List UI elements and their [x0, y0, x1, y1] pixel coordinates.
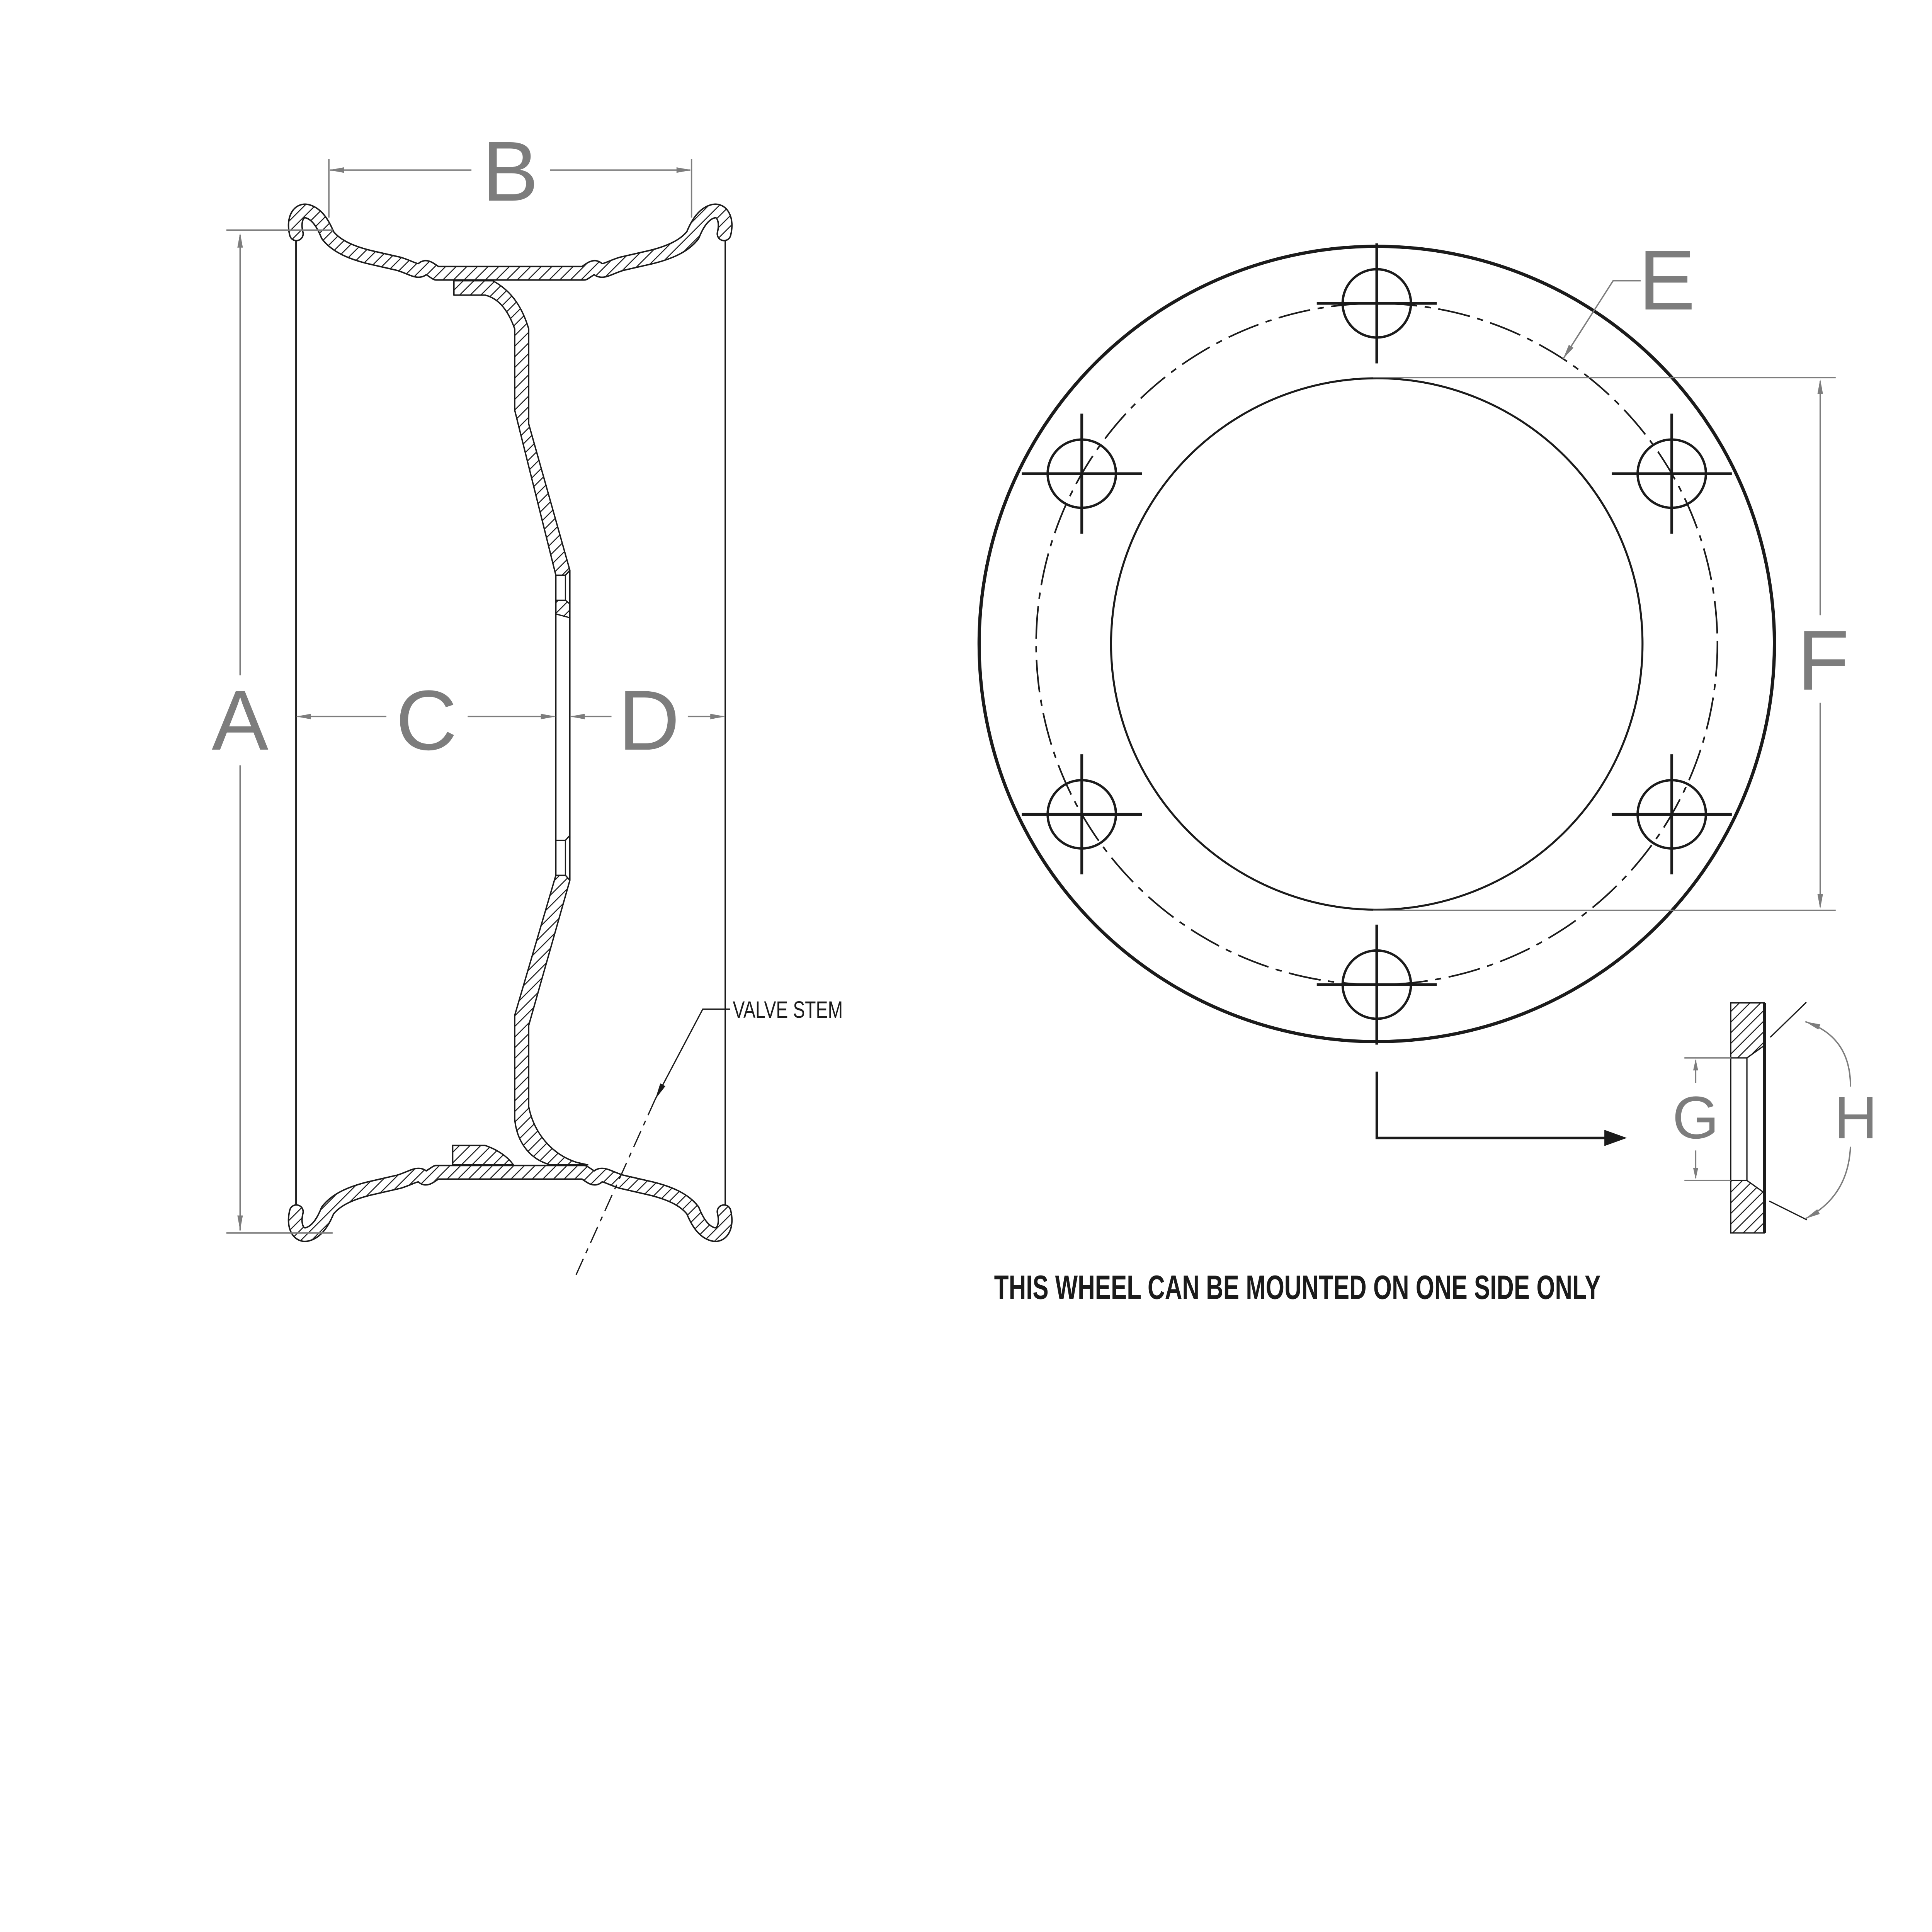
leader-arrowhead-icon	[1563, 345, 1574, 359]
valve-stem-centerline	[575, 1099, 656, 1277]
chamfer-extension-bottom	[1769, 1200, 1808, 1221]
leader-line	[655, 1009, 730, 1100]
valve-stem-label: VALVE STEM	[733, 997, 843, 1023]
mounting-detail-view	[1730, 1002, 1808, 1234]
arrowhead-icon	[1817, 379, 1823, 394]
arrowhead-icon	[1693, 1059, 1698, 1071]
arrowhead-icon	[541, 714, 556, 719]
arrowhead-icon	[1817, 894, 1823, 909]
leader-line	[1562, 280, 1641, 359]
arrowhead-icon	[570, 714, 585, 719]
detail-hatch-top	[1730, 1002, 1765, 1059]
dimension-label-d: D	[618, 673, 680, 768]
dimension-label-b: B	[482, 124, 539, 219]
disc-bolt-hole-section	[555, 570, 571, 881]
arrowhead-icon	[1805, 1022, 1820, 1030]
dimension-h: H	[1805, 1021, 1878, 1219]
dimension-label-e: E	[1639, 233, 1696, 328]
bolt-holes	[1022, 243, 1732, 1045]
bolt-hole	[1612, 413, 1732, 534]
arrowhead-icon	[1693, 1168, 1698, 1179]
valve-stem-callout: VALVE STEM	[575, 997, 843, 1277]
disc-web-upper	[453, 280, 571, 576]
leader-arrowhead-icon	[655, 1083, 666, 1099]
arrowhead-icon	[237, 1215, 243, 1231]
arrowhead-icon	[296, 714, 311, 719]
dimension-c: C	[296, 673, 556, 768]
disc-weld-step-bottom	[452, 1145, 515, 1166]
dimension-label-h: H	[1834, 1084, 1877, 1151]
disc-web-lower	[514, 874, 588, 1166]
dimension-label-c: C	[396, 673, 457, 768]
dimension-a: A	[212, 229, 333, 1234]
bolt-hole	[1316, 924, 1437, 1045]
sheet-background	[0, 0, 1932, 1377]
dimension-b: B	[328, 124, 692, 219]
arrowhead-icon	[710, 714, 726, 719]
rim-profile-band-top	[287, 203, 733, 281]
view-direction-arrow	[1375, 1071, 1627, 1146]
mounting-note: THIS WHEEL CAN BE MOUNTED ON ONE SIDE ON…	[994, 1269, 1601, 1306]
dimension-e: E	[1562, 233, 1696, 359]
dimension-label-a: A	[212, 673, 269, 768]
arrowhead-icon	[1805, 1209, 1820, 1219]
dimension-g: G	[1672, 1057, 1731, 1181]
arrowhead-icon	[676, 167, 692, 173]
chamfer-extension-top	[1770, 1002, 1807, 1038]
dimension-f: F	[1373, 377, 1849, 911]
arrowhead-icon	[329, 167, 344, 173]
dimension-label-g: G	[1672, 1084, 1719, 1151]
bolt-hole	[1022, 754, 1142, 874]
bolt-hole	[1022, 413, 1142, 534]
cross-section-view	[287, 203, 733, 1242]
bolt-hole	[1612, 754, 1732, 874]
rim-profile-band-bottom	[287, 1165, 733, 1242]
technical-drawing: A B C D E F	[0, 0, 1932, 1377]
arrowhead-icon	[237, 232, 243, 248]
dimension-label-f: F	[1797, 613, 1849, 708]
view-direction-arrowhead-icon	[1604, 1129, 1627, 1146]
dimension-d: D	[570, 673, 726, 768]
bolt-hole	[1316, 243, 1437, 364]
